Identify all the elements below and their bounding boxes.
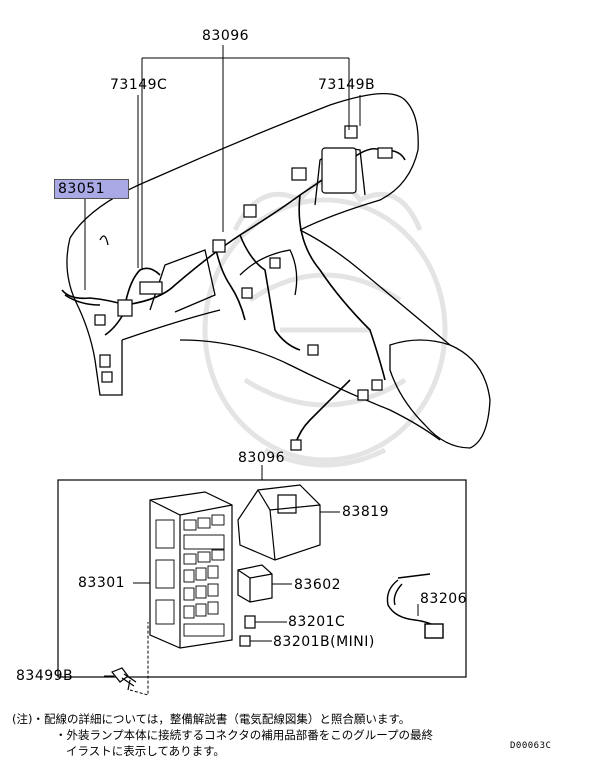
fuse-drawing [244,615,256,629]
watermark-emblem [202,177,448,468]
label-73149c[interactable]: 73149C [110,77,168,93]
note-line-3: イラストに表示してあります。 [66,744,225,758]
label-83602[interactable]: 83602 [294,577,342,593]
label-83096-top[interactable]: 83096 [202,28,250,44]
instrument-panel [66,92,491,449]
label-83819[interactable]: 83819 [342,504,390,520]
label-83499b[interactable]: 83499B [16,668,74,684]
fuse-mini-drawing [239,635,251,647]
harness-connectors [94,125,393,451]
label-83201c[interactable]: 83201C [288,614,346,630]
leader-lines-top [84,45,361,290]
connector-drawing [386,573,444,639]
label-83096-box[interactable]: 83096 [238,450,286,466]
label-83301[interactable]: 83301 [78,575,126,591]
relay-drawing [237,564,273,603]
note-line-1: (注)・配線の詳細については，整備解説書（電気配線図集）と照合願います。 [12,712,411,726]
bolt-drawing [111,667,137,691]
label-83201b-mini[interactable]: 83201B(MINI) [273,634,375,650]
label-83051-highlighted[interactable]: 83051 [54,179,129,199]
diagram-code: D00063C [510,741,552,751]
cover-drawing [237,484,321,561]
label-73149b[interactable]: 73149B [318,77,376,93]
bolt-guide [129,622,149,696]
junction-block-drawing [149,491,233,649]
label-83206[interactable]: 83206 [420,591,468,607]
note-line-2: ・外装ランプ本体に接続するコネクタの補用品部番をこのグループの最終 [55,728,434,742]
